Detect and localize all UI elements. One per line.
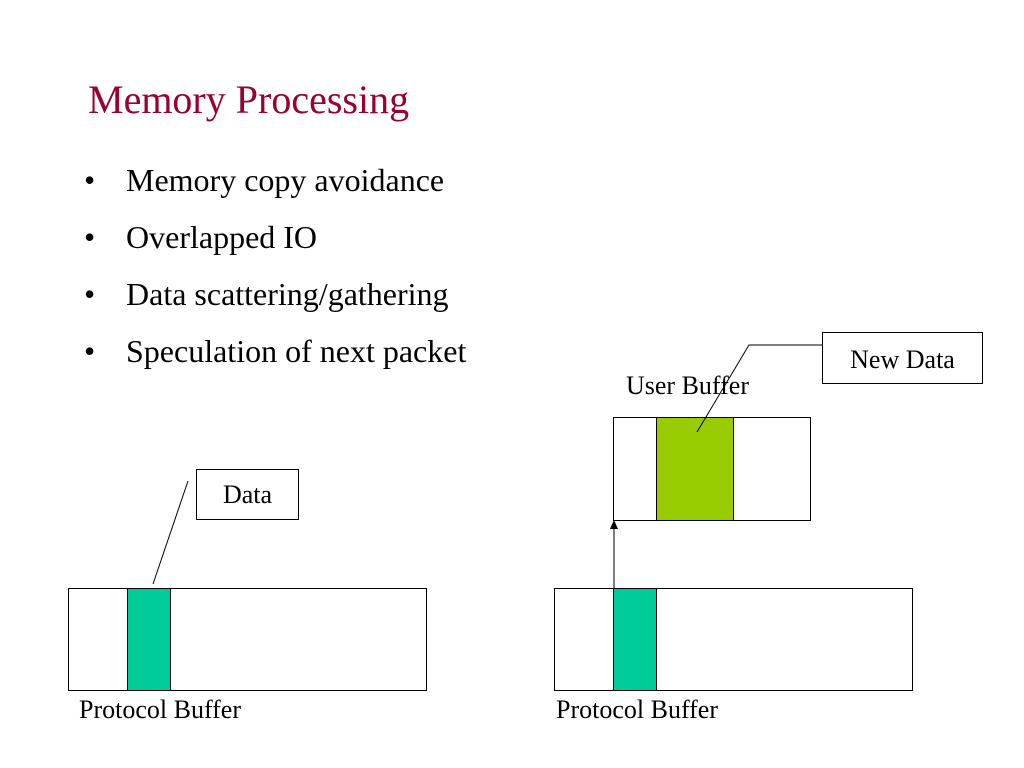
right-data-block — [613, 588, 657, 691]
copy-arrow-head — [610, 520, 618, 529]
new-data-callout-leader-line — [696, 344, 822, 433]
data-callout: Data — [196, 469, 299, 520]
bullet-item: Memory copy avoidance — [84, 160, 466, 217]
new-data-callout: New Data — [822, 332, 983, 384]
user-buffer-label: User Buffer — [626, 371, 749, 400]
bullet-list: Memory copy avoidance Overlapped IO Data… — [84, 160, 466, 388]
left-data-block — [127, 588, 171, 691]
right-protocol-buffer-label: Protocol Buffer — [556, 695, 718, 724]
bullet-item: Speculation of next packet — [84, 331, 466, 388]
bullet-item: Overlapped IO — [84, 217, 466, 274]
left-protocol-buffer-label: Protocol Buffer — [79, 695, 241, 724]
bullet-item: Data scattering/gathering — [84, 274, 466, 331]
slide-title: Memory Processing — [88, 77, 410, 122]
data-callout-leader-line — [152, 480, 189, 585]
new-data-block — [656, 417, 734, 521]
